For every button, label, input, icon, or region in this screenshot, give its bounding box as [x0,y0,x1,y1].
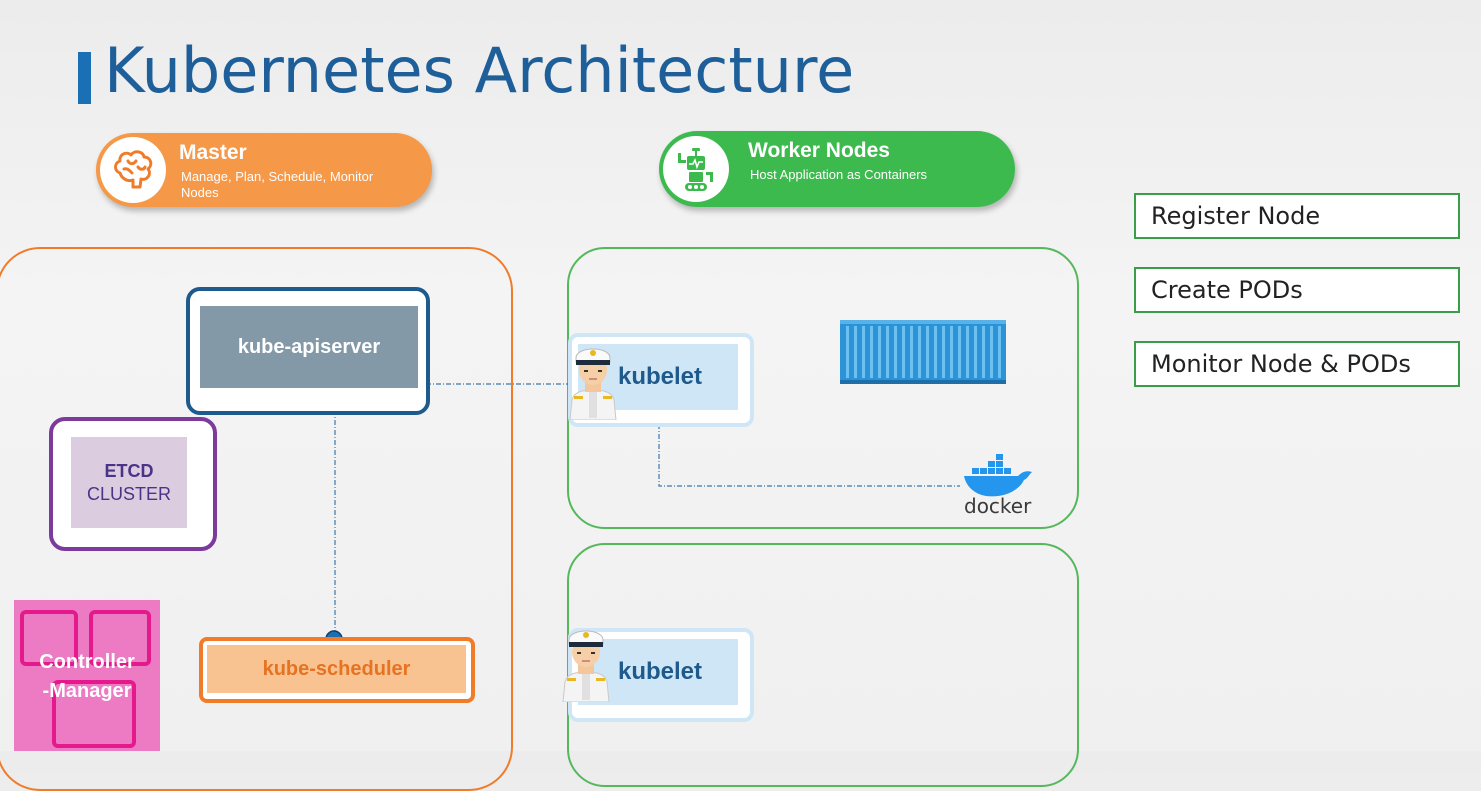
kube-scheduler-box: kube-scheduler [207,645,466,693]
master-subtitle: Manage, Plan, Schedule, Monitor Nodes [181,169,374,200]
controller-gear-square-2 [89,610,151,666]
kube-apiserver-label: kube-apiserver [237,335,381,358]
kubelet-label-1: kubelet [618,363,703,390]
worker-header-pill: Worker Nodes Host Application as Contain… [659,131,1015,207]
connector-lines [325,383,960,648]
etcd-cluster-label: CLUSTER [86,483,171,504]
etcd-label: ETCD [104,460,154,481]
controller-gear-square-1 [20,610,78,666]
task-create-pods: Create PODs [1134,267,1460,313]
kube-scheduler-label: kube-scheduler [262,657,411,680]
kubelet-docker-link [658,424,960,487]
task-monitor-node-pods: Monitor Node & PODs [1134,341,1460,387]
robot-icon [678,148,713,191]
docker-logo-icon [964,454,1032,497]
etcd-box: ETCD CLUSTER [71,437,187,528]
worker-label: Worker Nodes [748,139,890,162]
docker-label: docker [964,494,1032,518]
controller-gear-square-3 [52,680,136,748]
captain-icon [562,630,610,702]
controller-manager-label: Controller -Manager [14,648,160,706]
brain-icon [114,150,153,189]
task-register-node: Register Node [1134,193,1460,239]
controller-label-line1: Controller [39,651,135,673]
worker-subtitle: Host Application as Containers [750,167,928,182]
kubelet-label-2: kubelet [618,658,703,685]
master-label: Master [179,141,247,164]
master-icon-circle [100,137,166,203]
captain-icon [569,348,617,420]
container-icon [840,320,1006,384]
title-accent-bar [78,52,91,104]
master-header-pill: Master Manage, Plan, Schedule, Monitor N… [96,133,432,207]
worker-icon-circle [663,136,729,202]
page-title: Kubernetes Architecture [104,34,855,107]
kube-apiserver-box: kube-apiserver [200,306,418,388]
controller-label-line2: -Manager [42,680,132,702]
